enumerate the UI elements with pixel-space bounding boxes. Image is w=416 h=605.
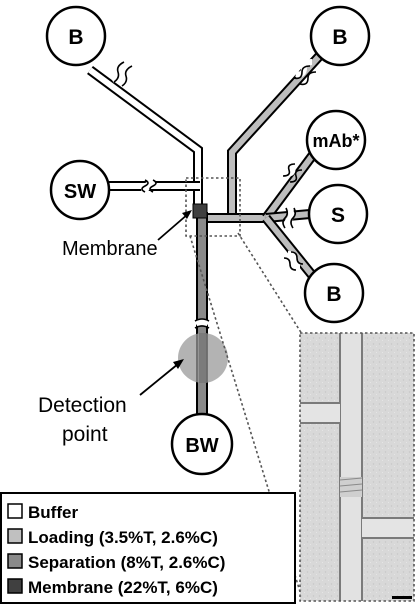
reservoir-b-right-low: B <box>303 262 365 324</box>
svg-text:Separation (8%T, 2.6%C): Separation (8%T, 2.6%C) <box>28 553 225 572</box>
reservoir-label: B <box>326 283 341 306</box>
channel-breaks <box>110 57 317 329</box>
legend-item-separation: Separation (8%T, 2.6%C) <box>7 553 225 572</box>
legend-item-membrane: Membrane (22%T, 6%C) <box>7 578 218 597</box>
reservoir-label: S <box>331 204 345 227</box>
detection-annotation-line2: point <box>62 423 108 446</box>
svg-text:Buffer: Buffer <box>28 503 78 522</box>
reservoir-label: mAb* <box>312 131 359 151</box>
reservoir-label: BW <box>185 435 218 457</box>
reservoir-s: S <box>307 183 369 245</box>
membrane-annotation: Membrane <box>62 238 158 260</box>
micrograph-inset <box>299 332 415 602</box>
membrane-arrow <box>157 213 189 241</box>
reservoir-mab: mAb* <box>305 109 367 171</box>
svg-text:Loading (3.5%T, 2.6%C): Loading (3.5%T, 2.6%C) <box>28 528 218 547</box>
membrane-region <box>192 203 208 219</box>
detection-arrow <box>139 363 179 396</box>
reservoir-bw: BW <box>170 412 234 476</box>
reservoir-b-top-right: B <box>309 5 371 67</box>
legend-item-buffer: Buffer <box>7 503 78 522</box>
scale-bar <box>392 596 412 599</box>
svg-text:Membrane (22%T, 6%C): Membrane (22%T, 6%C) <box>28 578 218 597</box>
reservoir-b-top-left: B <box>45 5 107 67</box>
zoom-source-box <box>185 177 241 237</box>
reservoir-label: B <box>68 26 83 49</box>
detection-annotation-line1: Detection <box>38 394 127 417</box>
reservoir-sw: SW <box>49 159 111 221</box>
reservoir-label: SW <box>64 181 96 203</box>
legend-item-loading: Loading (3.5%T, 2.6%C) <box>7 528 218 547</box>
reservoir-label: B <box>332 26 347 49</box>
legend: Buffer Loading (3.5%T, 2.6%C) Separation… <box>0 492 296 604</box>
